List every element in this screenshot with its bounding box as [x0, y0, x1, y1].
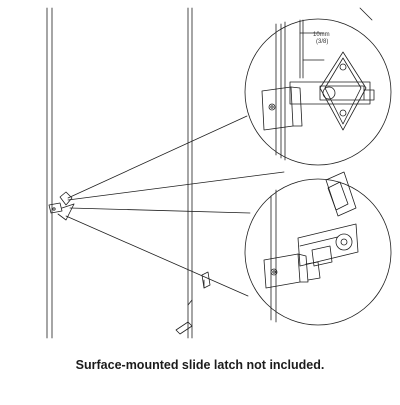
leader-lines [65, 115, 285, 297]
dimension-imperial: (3/8) [316, 39, 328, 45]
caption: Surface-mounted slide latch not included… [75, 358, 325, 372]
dimension-metric: 10mm [313, 32, 330, 38]
latch-small [48, 191, 75, 221]
detail-circle-bottom [244, 171, 392, 326]
door-panel [46, 7, 193, 339]
detail-circle-top [244, 18, 392, 166]
corner-plate [359, 7, 373, 21]
strike-bracket [201, 271, 211, 289]
